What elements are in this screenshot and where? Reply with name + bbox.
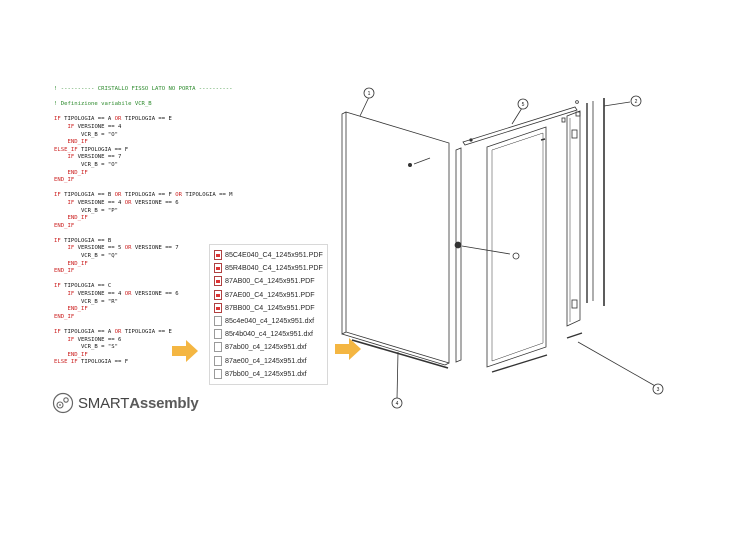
code-listing: ! ---------- CRISTALLO FISSO LATO NO POR… [54,86,254,367]
file-item[interactable]: 85C4E040_C4_1245x951.PDF [214,249,323,261]
code-line: ELSE_IF TIPOLOGIA == F [54,146,129,153]
door-panel [486,126,547,368]
code-line: END_IF [67,215,88,222]
file-name: 85C4E040_C4_1245x951.PDF [225,251,323,259]
file-item[interactable]: 87ab00_c4_1245x951.dxf [214,341,307,353]
top-rail [462,106,578,146]
code-line: END_IF [67,306,88,313]
code-line: END_IF [54,313,75,320]
code-line: IF VERSIONE == 6 [67,336,122,343]
code-line: IF TIPOLOGIA == B [54,237,112,244]
dxf-file-icon [214,329,222,340]
callout-4: 4 [396,401,399,407]
code-line: END_IF [54,268,75,275]
code-line: END_IF [54,177,75,184]
callout-1: 1 [368,91,371,97]
code-line: END_IF [67,260,88,267]
file-item[interactable]: 87bb00_c4_1245x951.dxf [214,368,307,380]
code-line: VCR_B = "S" [54,344,118,351]
code-line: VCR_B = "O" [54,161,118,168]
code-line: END_IF [67,351,88,358]
code-line: ! Definizione variabile VCR_B [54,101,152,108]
code-line: IF VERSIONE == 5 OR VERSIONE == 7 [67,245,179,252]
pdf-file-icon [214,302,222,313]
code-line: IF VERSIONE == 4 OR VERSIONE == 6 [67,199,179,206]
arrow-right-icon [335,338,361,360]
file-name: 87ae00_c4_1245x951.dxf [225,356,307,365]
code-line: END_IF [67,169,88,176]
code-line: END_IF [67,139,88,146]
pdf-file-icon [214,263,222,274]
file-name: 87AE00_C4_1245x951.PDF [225,290,315,299]
code-line: END_IF [54,222,75,229]
code-line: IF TIPOLOGIA == A OR TIPOLOGIA == E [54,329,172,335]
code-line: IF VERSIONE == 4 OR VERSIONE == 6 [67,291,179,298]
file-item[interactable]: 85c4e040_c4_1245x951.dxf [214,315,314,327]
file-item[interactable]: 87ae00_c4_1245x951.dxf [214,355,307,367]
pdf-file-icon [214,289,222,300]
code-line: IF TIPOLOGIA == B OR TIPOLOGIA == F OR T… [54,192,233,199]
dxf-file-icon [214,316,222,326]
callout-2: 2 [635,99,638,105]
file-name: 87bb00_c4_1245x951.dxf [225,369,307,378]
smartassembly-logo: SMARTAssembly [52,392,199,414]
file-item[interactable]: 87BB00_C4_1245x951.PDF [214,302,315,314]
code-line: IF VERSIONE == 7 [67,154,122,161]
callout-5: 5 [522,102,525,108]
code-line: VCR_B = "P" [54,207,118,214]
file-item[interactable]: 85r4b040_c4_1245x951.dxf [214,328,313,340]
file-name: 87AB00_C4_1245x951.PDF [225,277,315,286]
file-item[interactable]: 87AE00_C4_1245x951.PDF [214,289,315,301]
file-item[interactable]: 87AB00_C4_1245x951.PDF [214,275,315,287]
code-line: ELSE IF TIPOLOGIA == F [54,359,129,366]
hinge-profile [566,110,581,327]
gears-icon [52,392,74,414]
file-name: 87BB00_C4_1245x951.PDF [225,303,315,312]
code-line: VCR_B = "R" [54,298,118,305]
dxf-file-icon [214,368,222,379]
callout-3: 3 [657,387,660,393]
logo-text: SMARTAssembly [78,394,199,412]
file-item[interactable]: 85R4B040_C4_1245x951.PDF [214,262,323,274]
dxf-file-icon [214,342,222,353]
code-line: IF VERSIONE == 4 [67,123,122,130]
file-list: 85C4E040_C4_1245x951.PDF 85R4B040_C4_1245… [209,244,328,385]
file-name: 85c4e040_c4_1245x951.dxf [225,317,315,325]
code-line: VCR_B = "Q" [54,253,118,260]
fixed-glass-panel [345,111,450,364]
file-name: 87ab00_c4_1245x951.dxf [225,343,307,352]
file-name: 85r4b040_c4_1245x951.dxf [225,330,313,339]
pdf-file-icon [214,250,222,260]
code-line: ! ---------- CRISTALLO FISSO LATO NO POR… [54,86,233,92]
code-line: IF TIPOLOGIA == A OR TIPOLOGIA == E [54,116,172,123]
code-line: VCR_B = "O" [54,131,118,138]
code-line: IF TIPOLOGIA == C [54,283,112,290]
arrow-right-icon [172,340,198,362]
file-name: 85R4B040_C4_1245x951.PDF [225,264,323,273]
pdf-file-icon [214,276,222,287]
dxf-file-icon [214,355,222,366]
